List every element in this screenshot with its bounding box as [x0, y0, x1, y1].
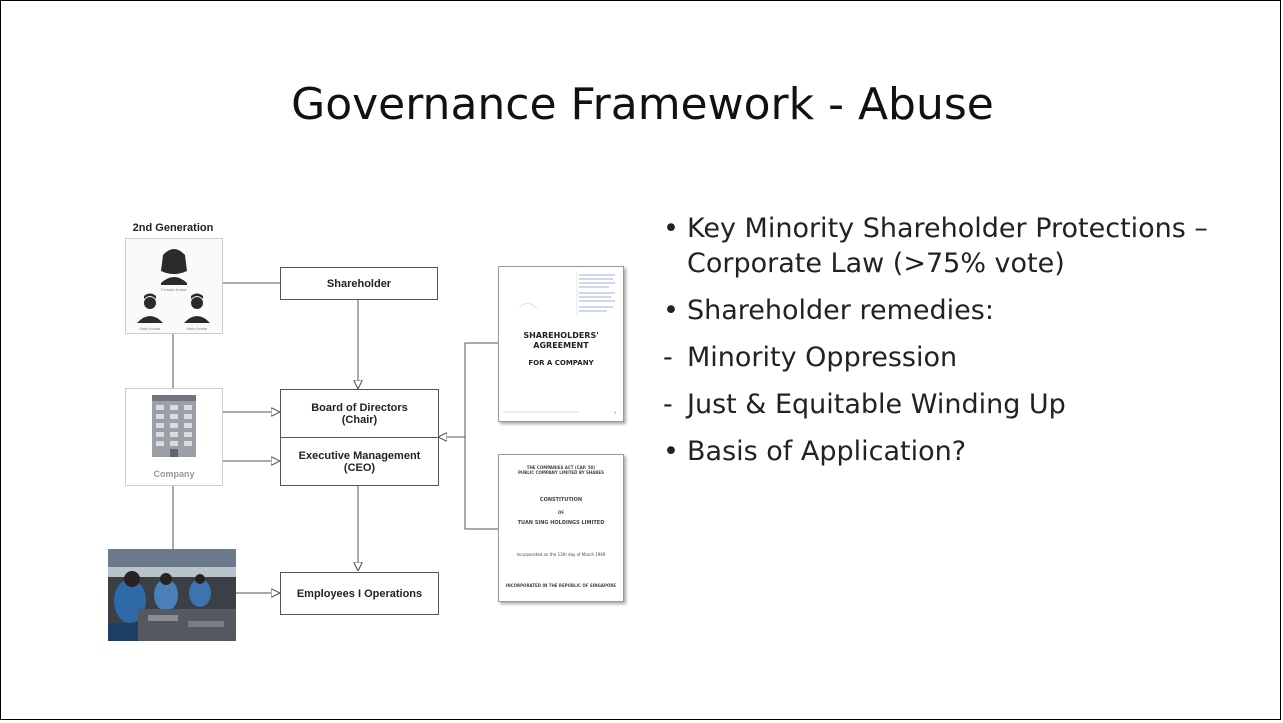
dash-item: - Just & Equitable Winding Up — [663, 387, 1263, 422]
avatar-panel: Female Avatar Male Avatar Male Avatar — [125, 238, 223, 334]
company-label: Company — [153, 469, 195, 479]
agreement-title: SHAREHOLDERS' AGREEMENT — [499, 331, 623, 351]
dash-text: Just & Equitable Winding Up — [687, 389, 1066, 420]
family-avatars-icon: Female Avatar Male Avatar Male Avatar — [137, 249, 210, 331]
dash-marker: - — [663, 389, 673, 420]
board-of-directors-box: Board of Directors (Chair) — [280, 389, 439, 439]
bullet-marker: • — [663, 295, 679, 326]
bullet-text: Key Minority Shareholder Protections – C… — [687, 213, 1208, 279]
dash-text: Minority Oppression — [687, 342, 958, 373]
avatar-label-1: Female Avatar — [161, 287, 187, 292]
shareholders-agreement-document: SHAREHOLDERS' AGREEMENT FOR A COMPANY ◐ — [498, 266, 624, 422]
bullet-item: • Shareholder remedies: — [663, 293, 1263, 328]
bullet-marker: • — [663, 213, 679, 244]
constitution-line7: INCORPORATED IN THE REPUBLIC OF SINGAPOR… — [505, 583, 617, 588]
document-decoration — [503, 271, 615, 413]
agreement-subtitle: FOR A COMPANY — [528, 359, 594, 367]
slide-title: Governance Framework - Abuse — [291, 79, 994, 130]
constitution-line6: Incorporated on the 13th day of March 19… — [516, 552, 606, 557]
agreement-title-line1: SHAREHOLDERS' — [523, 331, 599, 340]
document-logo-icon: ◐ — [613, 410, 617, 416]
female-avatar-icon — [161, 249, 187, 285]
avatar-label-3: Male Avatar — [186, 326, 208, 331]
employees-label: Employees I Operations — [296, 587, 423, 600]
bullet-item: • Key Minority Shareholder Protections –… — [663, 211, 1263, 281]
company-panel: Company — [125, 388, 223, 486]
shareholder-box: Shareholder — [280, 267, 438, 300]
board-label-line2: (Chair) — [341, 414, 378, 426]
constitution-line2: PUBLIC COMPANY LIMITED BY SHARES — [517, 470, 605, 475]
exec-label-line2: (CEO) — [343, 461, 376, 474]
avatar-label-2: Male Avatar — [139, 326, 161, 331]
constitution-line3: CONSTITUTION — [539, 497, 583, 503]
generation-label: 2nd Generation — [132, 222, 214, 234]
docs-bracket — [464, 342, 498, 530]
dash-marker: - — [663, 342, 673, 373]
dash-item: - Minority Oppression — [663, 340, 1263, 375]
constitution-line1: THE COMPANIES ACT (CAP. 50) — [526, 465, 596, 470]
executive-management-box: Executive Management (CEO) — [280, 437, 439, 486]
building-icon — [152, 395, 196, 457]
bullet-list: • Key Minority Shareholder Protections –… — [663, 211, 1263, 481]
employees-operations-box: Employees I Operations — [280, 572, 439, 615]
shareholder-label: Shareholder — [326, 277, 392, 290]
male-avatar-icon — [137, 293, 163, 323]
constitution-line5: TUAN SING HOLDINGS LIMITED — [517, 520, 605, 526]
agreement-title-line2: AGREEMENT — [533, 341, 589, 350]
bullet-text: Shareholder remedies: — [687, 295, 994, 326]
exec-label-line1: Executive Management — [298, 449, 421, 462]
bullet-marker: • — [663, 436, 679, 467]
factory-workers-photo — [108, 549, 236, 641]
bullet-item: • Basis of Application? — [663, 434, 1263, 469]
constitution-line4: OF — [557, 510, 565, 515]
male-avatar-icon — [184, 293, 210, 323]
workers-image — [108, 549, 236, 641]
constitution-document: THE COMPANIES ACT (CAP. 50) PUBLIC COMPA… — [498, 454, 624, 602]
bullet-text: Basis of Application? — [687, 436, 967, 467]
board-label-line1: Board of Directors — [311, 402, 408, 414]
